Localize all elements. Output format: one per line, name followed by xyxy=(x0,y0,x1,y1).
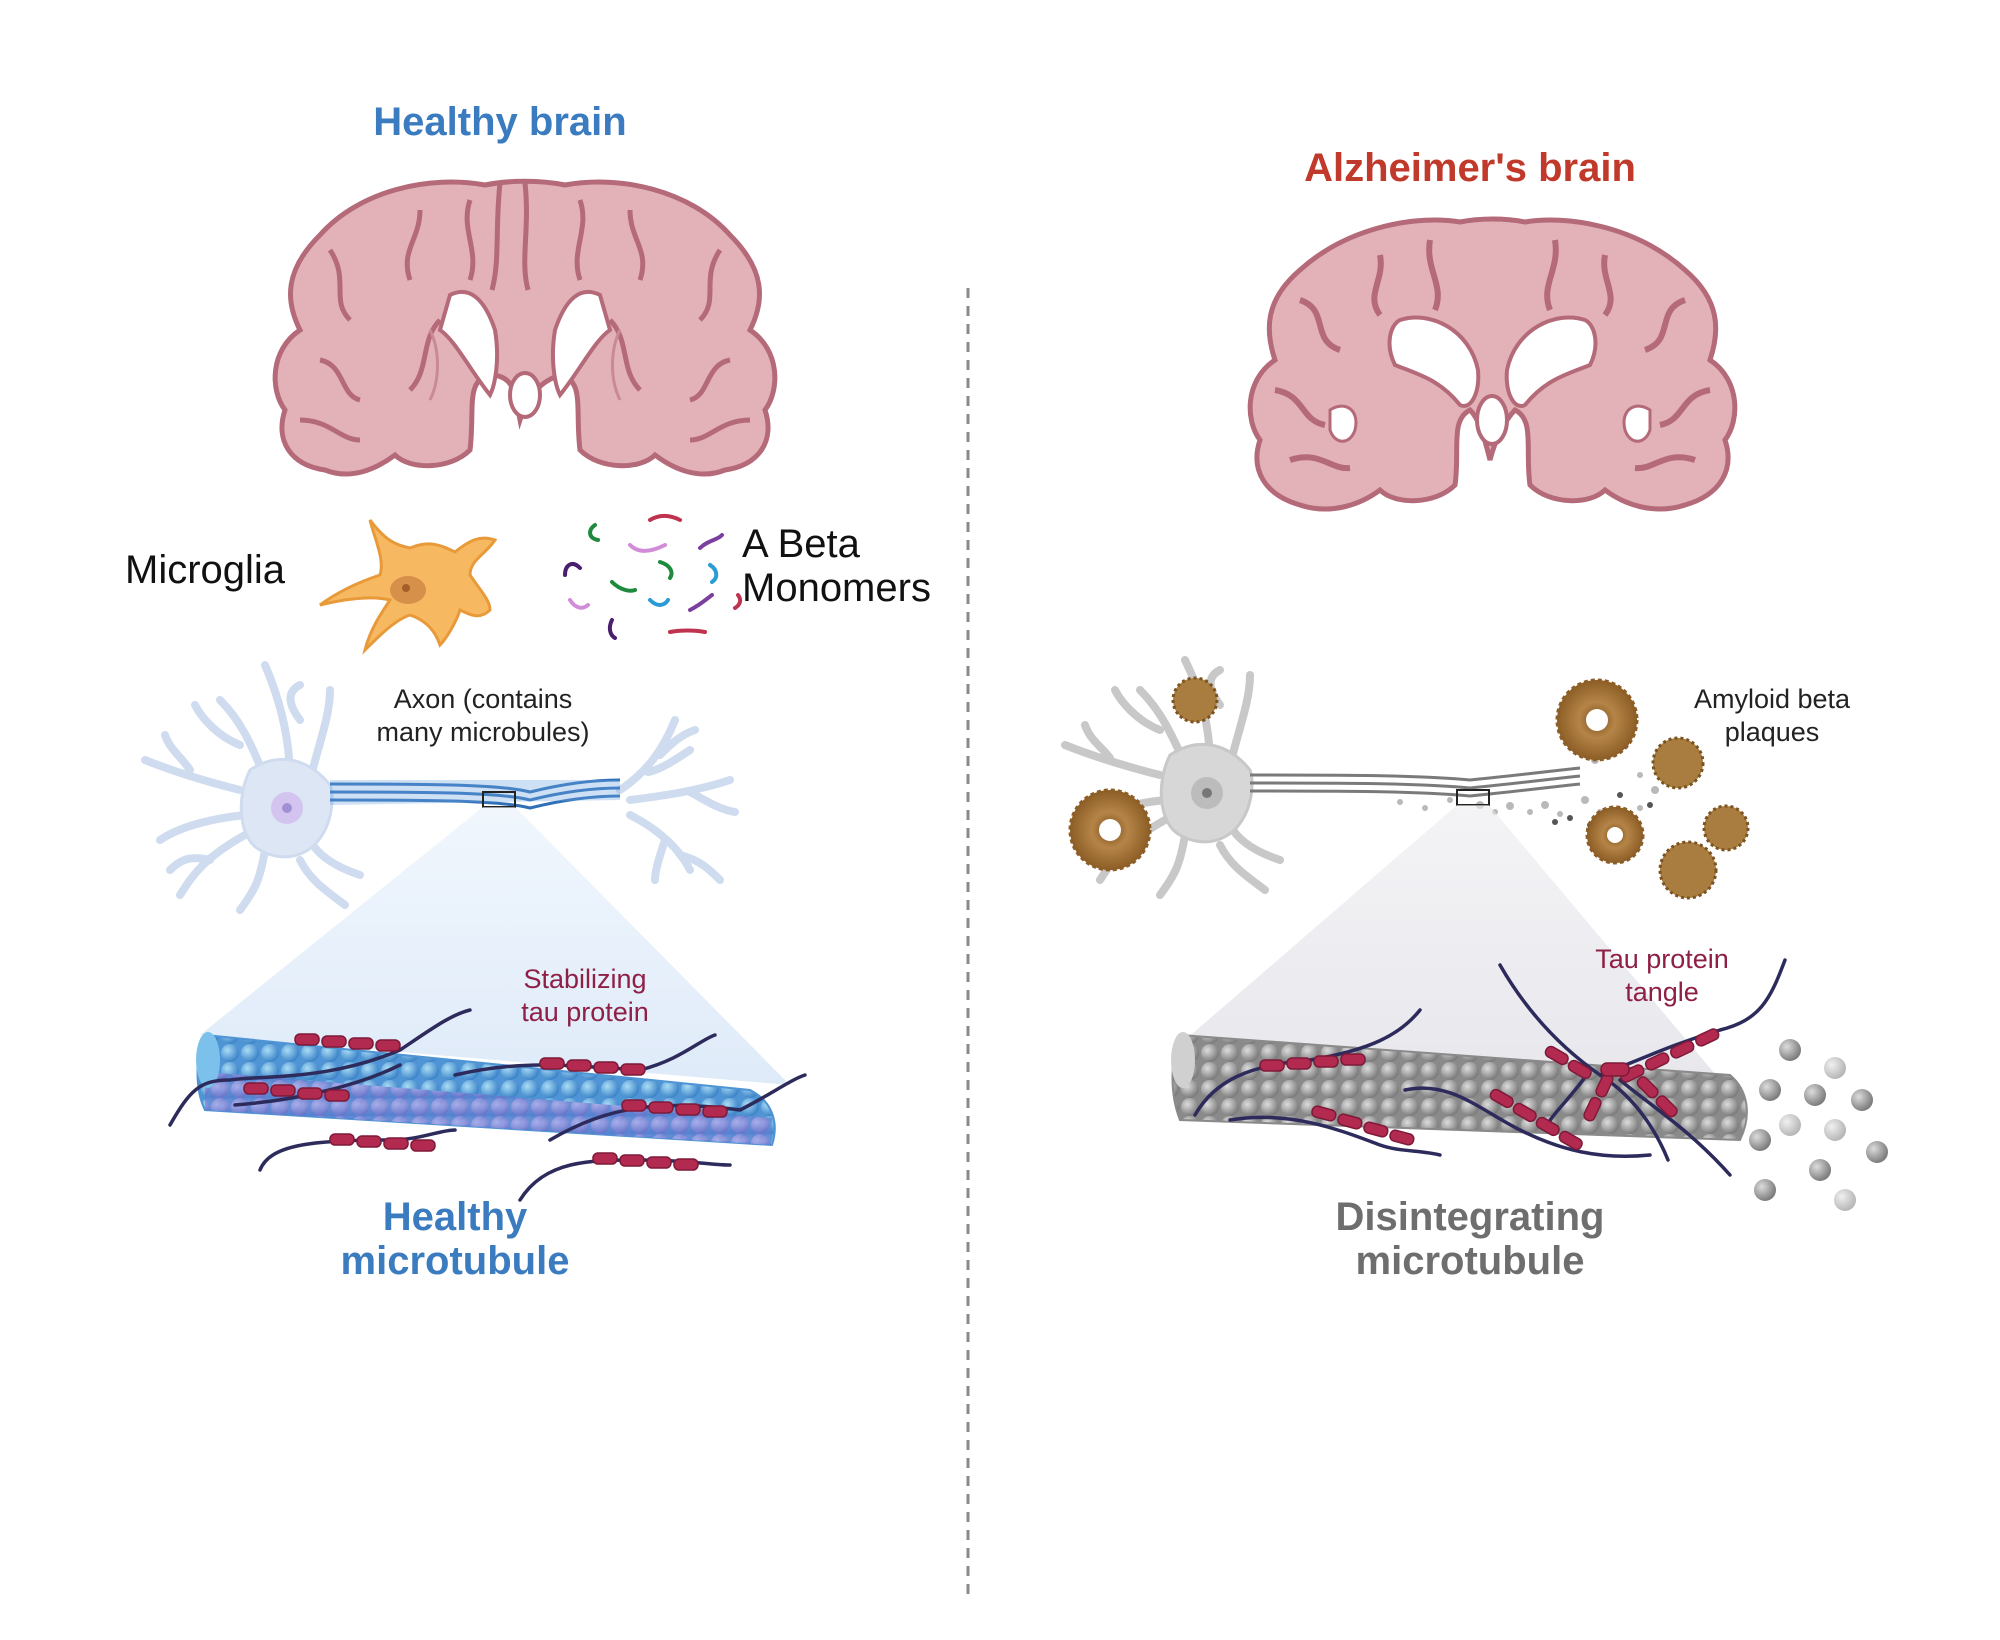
disintegrating-microtubule-label-line1: Disintegrating xyxy=(1335,1195,1605,1239)
disintegrating-microtubule-label-line2: microtubule xyxy=(1355,1239,1585,1283)
axon-label-line2: many microbules) xyxy=(376,717,590,747)
alzheimer-brain-title: Alzheimer's brain xyxy=(1304,146,1636,190)
abeta-label-line2: Monomers xyxy=(742,566,931,610)
amyloid-plaque-icon xyxy=(1068,676,1750,900)
free-tubulin-particles xyxy=(1749,1039,1888,1211)
axon-label: Axon (contains many microbules) xyxy=(376,683,589,749)
neuron-icon xyxy=(141,661,739,914)
stabilizing-tau-label: Stabilizing tau protein xyxy=(521,963,649,1029)
abeta-monomer-icon xyxy=(563,513,743,640)
healthy-brain-title: Healthy brain xyxy=(373,100,627,144)
axon-label-line1: Axon (contains xyxy=(393,684,573,714)
disintegrating-microtubule-label: Disintegrating microtubule xyxy=(1336,1195,1605,1283)
zoom-cone xyxy=(200,807,790,1085)
tau-tangle-label-line1: Tau protein xyxy=(1595,944,1729,974)
stabilizing-tau-label-line2: tau protein xyxy=(521,997,649,1027)
microtubule-icon xyxy=(168,1008,807,1202)
zoom-cone xyxy=(1185,805,1720,1080)
alzheimer-brain-icon xyxy=(1247,216,1738,512)
healthy-microtubule-label-line1: Healthy xyxy=(382,1195,528,1239)
tau-tangle-label-line2: tangle xyxy=(1625,977,1699,1007)
amyloid-plaques-label: Amyloid beta plaques xyxy=(1694,683,1850,749)
healthy-brain-icon xyxy=(272,178,778,477)
neuron-icon xyxy=(1061,656,1659,899)
microglia-label: Microglia xyxy=(125,548,286,592)
abeta-label-line1: A Beta xyxy=(742,522,860,566)
healthy-microtubule-label: Healthy microtubule xyxy=(341,1195,570,1283)
healthy-microtubule-label-line2: microtubule xyxy=(340,1239,570,1283)
microtubule-icon xyxy=(1171,958,1888,1211)
tau-tangle-label: Tau protein tangle xyxy=(1595,943,1729,1009)
amyloid-plaques-label-line1: Amyloid beta xyxy=(1693,684,1851,714)
amyloid-plaques-label-line2: plaques xyxy=(1724,717,1820,747)
microglia-icon xyxy=(319,519,498,655)
stabilizing-tau-label-line1: Stabilizing xyxy=(523,964,647,994)
abeta-label: A Beta Monomers xyxy=(742,522,931,610)
